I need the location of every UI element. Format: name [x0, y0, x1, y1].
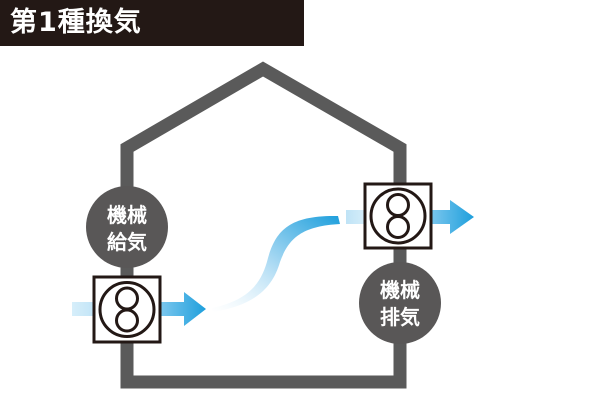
supply-label-line2: 給気: [107, 230, 147, 254]
exhaust-label: 機械 排気: [359, 262, 441, 344]
airflow-stream-icon: [212, 215, 340, 312]
exhaust-label-circle: [359, 262, 441, 344]
title-bar: 第1種換気: [0, 0, 304, 46]
exhaust-fan-icon: [363, 182, 433, 250]
supply-airflow-inlet: [72, 302, 98, 316]
exhaust-label-line1: 機械: [380, 278, 420, 302]
page-title: 第1種換気: [10, 7, 142, 38]
supply-label: 機械 給気: [86, 186, 168, 268]
supply-label-circle: [86, 186, 168, 268]
supply-label-line1: 機械: [107, 203, 147, 227]
exhaust-arrow-icon: [430, 200, 474, 234]
exhaust-label-line2: 排気: [380, 305, 420, 329]
supply-fan-icon: [92, 275, 162, 344]
supply-arrow-icon: [160, 292, 206, 326]
exhaust-airflow-inlet: [346, 210, 366, 224]
